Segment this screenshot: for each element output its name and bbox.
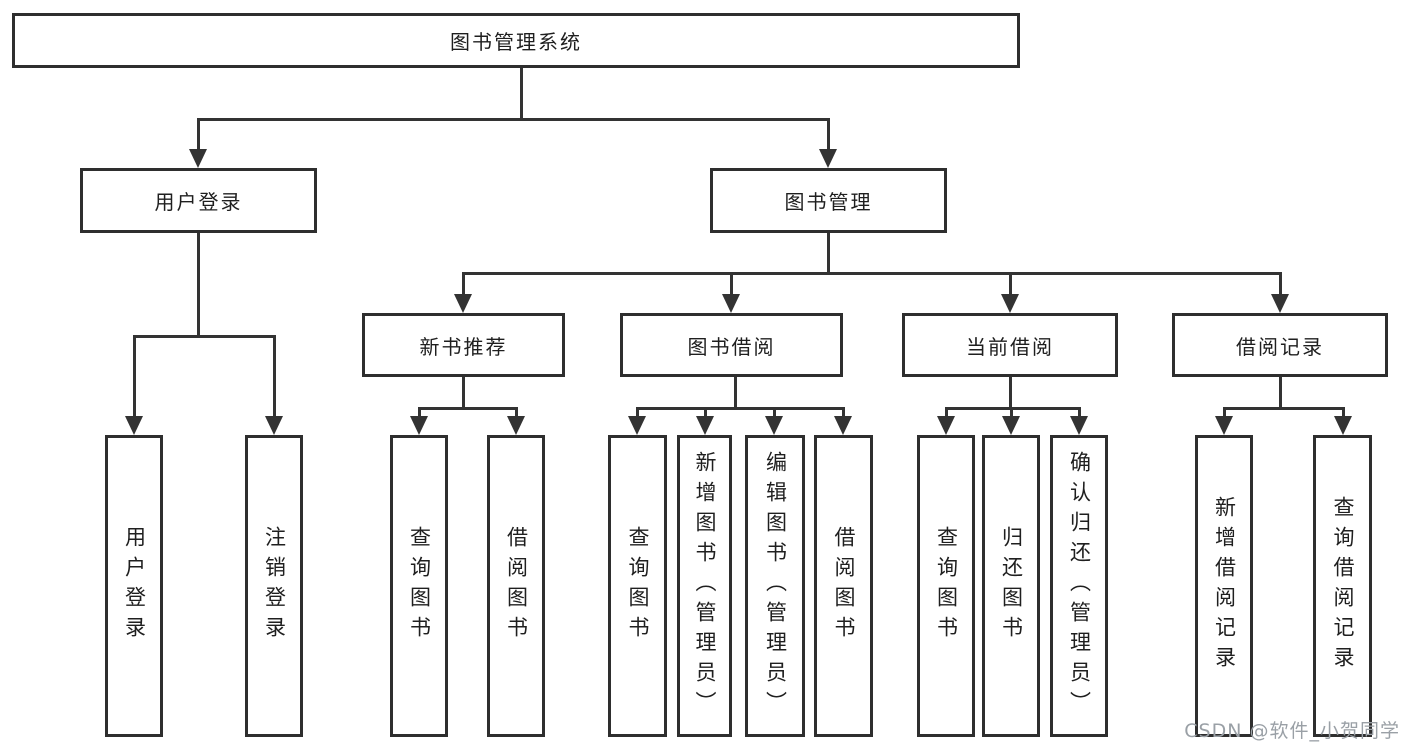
- connector-vline: [1279, 377, 1282, 407]
- connector-hline: [637, 407, 844, 410]
- connector-vline: [1009, 272, 1012, 296]
- connector-vline: [1009, 377, 1012, 407]
- connector-arrowhead: [1070, 416, 1088, 435]
- connector-arrowhead: [819, 149, 837, 168]
- connector-arrowhead: [1002, 416, 1020, 435]
- connector-vline: [197, 233, 200, 335]
- connector-arrowhead: [937, 416, 955, 435]
- connector-vline: [945, 407, 948, 418]
- node-nbr-borrow-books: 借阅图书: [487, 435, 545, 737]
- connector-vline: [1223, 407, 1226, 418]
- connector-vline: [273, 335, 276, 418]
- connector-vline: [827, 118, 830, 152]
- connector-arrowhead: [265, 416, 283, 435]
- connector-vline: [773, 407, 776, 418]
- connector-arrowhead: [454, 294, 472, 313]
- connector-vline: [842, 407, 845, 418]
- node-new-book-recommend: 新书推荐: [362, 313, 565, 377]
- node-logout-action-label: 注销登录: [262, 526, 287, 646]
- node-book-borrow-label: 图书借阅: [687, 334, 776, 359]
- node-bb-add-books-admin: 新增图书（管理员）: [677, 435, 732, 737]
- node-br-add-record: 新增借阅记录: [1195, 435, 1253, 737]
- node-bb-query-books-label: 查询图书: [626, 526, 650, 646]
- connector-vline: [133, 335, 136, 418]
- node-bb-add-books-admin-label: 新增图书（管理员）: [693, 451, 717, 721]
- connector-vline: [1078, 407, 1081, 418]
- connector-arrowhead: [722, 294, 740, 313]
- node-cb-confirm-return-admin-label: 确认归还（管理员）: [1067, 451, 1092, 721]
- connector-arrowhead: [189, 149, 207, 168]
- node-current-borrow-label: 当前借阅: [966, 334, 1054, 359]
- connector-vline: [704, 407, 707, 418]
- connector-arrowhead: [1271, 294, 1289, 313]
- connector-hline: [1224, 407, 1344, 410]
- csdn-watermark: CSDN @软件_小贺同学: [1184, 720, 1400, 742]
- node-bb-borrow-books-label: 借阅图书: [832, 526, 856, 646]
- node-cb-confirm-return-admin: 确认归还（管理员）: [1050, 435, 1108, 737]
- node-user-login: 用户登录: [80, 168, 317, 233]
- connector-vline: [197, 118, 200, 152]
- connector-arrowhead: [1334, 416, 1352, 435]
- node-root-label: 图书管理系统: [450, 30, 582, 54]
- node-br-add-record-label: 新增借阅记录: [1212, 496, 1237, 676]
- node-book-management: 图书管理: [710, 168, 947, 233]
- connector-vline: [1010, 407, 1013, 418]
- connector-arrowhead: [507, 416, 525, 435]
- node-nbr-query-books: 查询图书: [390, 435, 448, 737]
- connector-arrowhead: [628, 416, 646, 435]
- connector-vline: [418, 407, 421, 418]
- node-new-book-recommend-label: 新书推荐: [419, 334, 508, 359]
- connector-vline: [1279, 272, 1282, 296]
- node-borrow-records-label: 借阅记录: [1236, 334, 1324, 359]
- node-current-borrow: 当前借阅: [902, 313, 1118, 377]
- node-root: 图书管理系统: [12, 13, 1020, 68]
- node-nbr-borrow-books-label: 借阅图书: [504, 526, 529, 646]
- node-book-borrow: 图书借阅: [620, 313, 843, 377]
- node-bb-borrow-books: 借阅图书: [814, 435, 873, 737]
- connector-vline: [730, 272, 733, 296]
- node-nbr-query-books-label: 查询图书: [407, 526, 432, 646]
- node-cb-query-books-label: 查询图书: [934, 526, 959, 646]
- node-borrow-records: 借阅记录: [1172, 313, 1388, 377]
- node-logout-action: 注销登录: [245, 435, 303, 737]
- connector-hline: [419, 407, 517, 410]
- connector-arrowhead: [834, 416, 852, 435]
- connector-hline: [463, 272, 1281, 275]
- node-bb-edit-books-admin: 编辑图书（管理员）: [745, 435, 805, 737]
- node-book-management-label: 图书管理: [784, 190, 873, 214]
- connector-vline: [520, 68, 523, 118]
- connector-arrowhead: [125, 416, 143, 435]
- connector-arrowhead: [696, 416, 714, 435]
- connector-hline: [197, 118, 829, 121]
- connector-hline: [134, 335, 275, 338]
- connector-arrowhead: [1215, 416, 1233, 435]
- connector-vline: [734, 377, 737, 407]
- node-br-query-record-label: 查询借阅记录: [1331, 496, 1355, 676]
- node-cb-return-books: 归还图书: [982, 435, 1040, 737]
- node-bb-edit-books-admin-label: 编辑图书（管理员）: [763, 451, 788, 721]
- connector-arrowhead: [765, 416, 783, 435]
- connector-arrowhead: [410, 416, 428, 435]
- node-bb-query-books: 查询图书: [608, 435, 667, 737]
- node-user-login-label: 用户登录: [154, 190, 243, 214]
- node-user-login-action-label: 用户登录: [122, 526, 147, 646]
- connector-hline: [946, 407, 1080, 410]
- connector-vline: [1342, 407, 1345, 418]
- node-cb-return-books-label: 归还图书: [999, 526, 1024, 646]
- connector-vline: [462, 272, 465, 296]
- node-cb-query-books: 查询图书: [917, 435, 975, 737]
- connector-vline: [515, 407, 518, 418]
- connector-vline: [827, 233, 830, 272]
- node-user-login-action: 用户登录: [105, 435, 163, 737]
- connector-vline: [636, 407, 639, 418]
- node-br-query-record: 查询借阅记录: [1313, 435, 1372, 737]
- connector-arrowhead: [1001, 294, 1019, 313]
- connector-vline: [462, 377, 465, 407]
